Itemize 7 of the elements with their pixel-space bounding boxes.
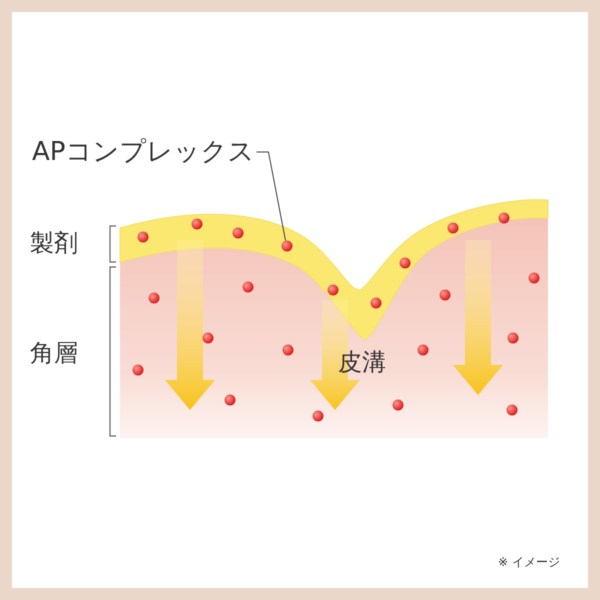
- groove-label: 皮溝: [338, 350, 386, 374]
- particle: [282, 240, 292, 252]
- leader-line: [256, 152, 286, 241]
- layer-label: 角層: [30, 341, 78, 365]
- note-text: ※ イメージ: [498, 556, 560, 568]
- layer-label: 製剤: [30, 231, 78, 255]
- ingredient-label: APコンプレックス: [32, 139, 254, 165]
